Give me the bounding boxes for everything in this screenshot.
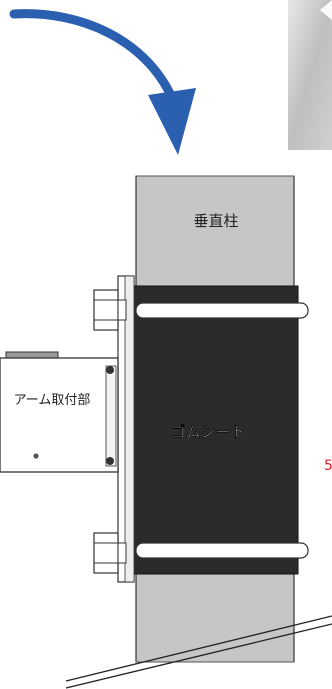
top-bolt — [93, 289, 127, 331]
photo-fragment — [288, 0, 332, 150]
pillar-label: 垂直柱 — [193, 212, 238, 230]
arm-mount-label: アーム取付部 — [14, 393, 91, 408]
bottom-strap — [135, 542, 309, 559]
bottom-bolt — [93, 532, 127, 574]
curved-down-arrow-icon — [9, 9, 196, 155]
red-text-fragment: 5 — [324, 458, 332, 474]
rubber-sheet — [131, 285, 299, 575]
arm-mount-box — [0, 351, 119, 473]
mounting-plate — [117, 275, 135, 583]
rubber-sheet-label: ゴムシート — [170, 423, 245, 441]
floor-lines — [65, 615, 332, 689]
top-strap — [135, 302, 309, 319]
